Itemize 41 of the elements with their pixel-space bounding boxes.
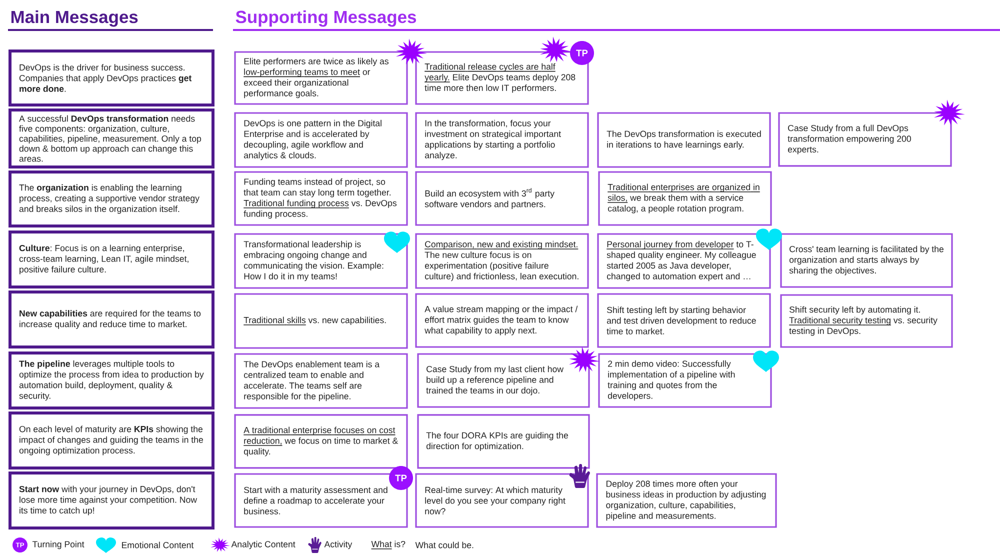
supporting-message-box: Shift security left by automating it. Traditional security testing vs. security testing in DevOps.	[780, 294, 953, 348]
turning-point-badge: TP	[389, 466, 413, 490]
supporting-message-box: The four DORA KPIs are guiding the direction for optimization.	[417, 414, 590, 469]
supporting-message-box: Real-time survey: At which maturity level do you see your company right now?	[415, 473, 589, 528]
supporting-message-box: Funding teams instead of project, so that team can stay long term together. Traditional funding process vs. DevOps funding process.	[234, 171, 408, 226]
supporting-message-box: A traditional enterprise focuses on cost reduction, we focus on time to market & quality.	[234, 414, 408, 469]
supporting-message-box: Case Study from my last client how build up a reference pipeline and trained the teams in our dojo.	[417, 353, 590, 408]
supporting-message-box: Traditional enterprises are organized in silos, we break them with a service catalog, a people rotation program.	[598, 171, 772, 226]
legend-label: Emotional Content	[122, 542, 194, 548]
main-message-box: On each level of maturity are KPIs showing the impact of changes and guiding the teams in the ongoing optimization process.	[8, 412, 214, 470]
legend-label: Turning Point	[32, 540, 84, 550]
main-message-box: The organization is enabling the learning process, creating a supportive vendor strategy and breaks silos in the organization itself.	[8, 170, 214, 228]
legend-label: Analytic Content	[231, 540, 296, 550]
column-heading: Supporting Messages	[236, 10, 416, 27]
supporting-message-box: Shift testing left by starting behavior and test driven development to reduce time to market.	[597, 293, 771, 348]
supporting-message-box: Case Study from a full DevOps transformation empowering 200 experts.	[778, 112, 952, 167]
supporting-message-box: Personal journey from developer to T-shaped quality engineer. My colleague started 2005 as Java developer, changed to automation expert and …	[597, 233, 771, 289]
main-message-box: Start now with your journey in DevOps, don't lose more time against your competition. Now its time to catch up!	[8, 472, 214, 530]
main-message-box: The pipeline leverages multiple tools to optimize the process from idea to production by automation build, deployment, quality & security.	[8, 352, 214, 410]
main-message-box: Culture: Focus is on a learning enterprise, cross-team learning, Lean IT, agile mindset, positive failure culture.	[8, 230, 214, 288]
supporting-message-box: In the transformation, focus your investment on strategical important applications by starting a portfolio analyze.	[415, 112, 589, 168]
supporting-message-box: Deploy 208 times more often your business ideas in production by adjusting organization, culture, capabilities, pipeline and measurements.	[596, 473, 777, 528]
legend-label: What is?	[370, 540, 406, 550]
legend-label: Activity	[324, 540, 352, 550]
supporting-message-box: DevOps is one pattern in the Digital Enterprise and is accelerated by decoupling, agile workflow and analytics & clouds.	[234, 112, 408, 168]
supporting-message-box: The DevOps enablement team is a centralized team to enable and accelerate. The teams self are responsible for the pipeline.	[234, 353, 408, 409]
supporting-message-box: Elite performers are twice as likely as low-performing teams to meet or exceed their organizational performance goals.	[234, 51, 408, 105]
supporting-message-box: The DevOps transformation is executed in iterations to have learnings early.	[597, 112, 771, 168]
main-message-box: New capabilities are required for the teams to increase quality and reduce time to market.	[8, 290, 214, 348]
supporting-message-box: Transformational leadership is embracing ongoing change and communicating the vision. Example: How I do it in my teams!	[234, 233, 408, 289]
supporting-message-box: 2 min demo video: Successfully implementation of a pipeline with training and quotes from the developers.	[598, 353, 772, 408]
supporting-message-box: Build an ecosystem with 3$^{rd}$ party software vendors and partners.	[415, 171, 589, 226]
supporting-message-box: Comparison, new and existing mindset. The new culture focus is on experimentation (positive failure culture) and frictionless, lean execution.	[415, 233, 589, 289]
turning-point-badge: TP	[570, 41, 594, 65]
main-message-box: A successful DevOps transformation needs five components: organization, culture, capabilities, pipeline, measurement. Only a top down & bottom up approach can change this areas.	[8, 108, 214, 168]
supporting-message-box: Traditional skills vs. new capabilities.	[234, 293, 408, 349]
supporting-message-box: Cross' team learning is facilitated by the organization and starts always by sharing the objectives.	[780, 233, 953, 288]
supporting-message-box: A value stream mapping or the impact / effort matrix guides the team to know what capability to apply next.	[415, 293, 589, 348]
column-heading: Main Messages	[11, 10, 138, 27]
legend-label: What could be.	[415, 542, 474, 548]
main-message-box: DevOps is the driver for business success. Companies that apply DevOps practices get more done.	[8, 50, 214, 106]
